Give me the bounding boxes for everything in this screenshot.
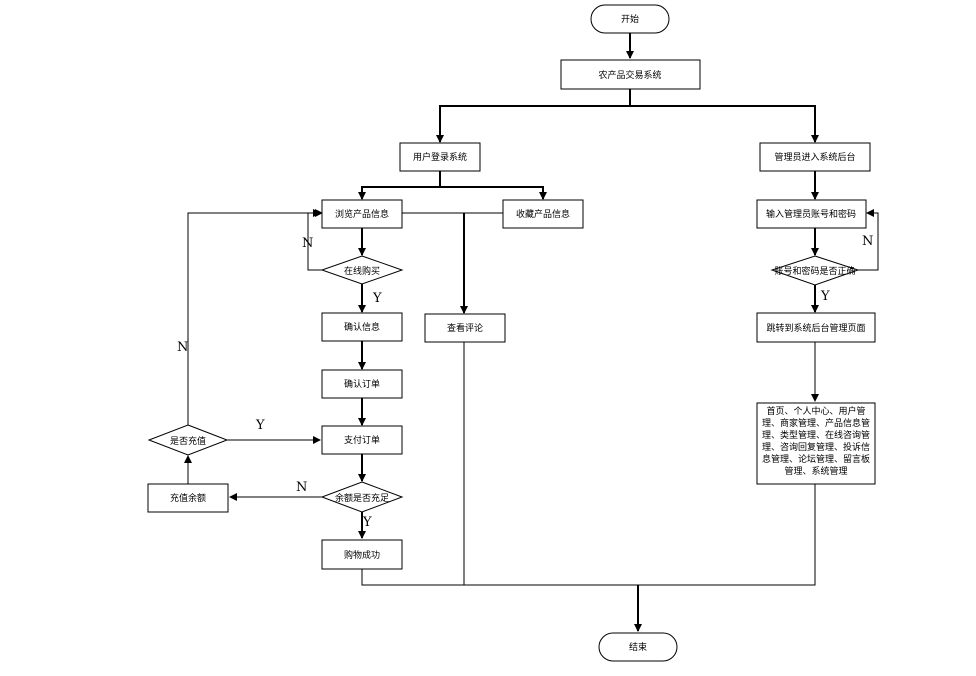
confirm-order-label: 确认订单 <box>344 378 380 390</box>
edge-modules-bottom <box>638 484 816 586</box>
start-label: 开始 <box>621 13 639 25</box>
modules-line-2: 理、商家管理、产品信息管 <box>762 417 870 429</box>
account-yes-label: Y <box>820 289 830 304</box>
system-label: 农产品交易系统 <box>598 69 661 81</box>
edge-success-bottom <box>361 569 638 586</box>
edge-recharged-no <box>187 209 321 425</box>
system-node: 农产品交易系统 <box>560 59 701 90</box>
edge-user-browse <box>358 171 441 200</box>
modules-line-3: 理、类型管理、在线咨询管 <box>762 429 870 441</box>
pay-order-node: 支付订单 <box>321 425 403 455</box>
balance-label: 余额是否充足 <box>335 492 389 504</box>
modules-line-6: 管理、系统管理 <box>784 465 847 477</box>
purchase-success-node: 购物成功 <box>321 539 403 570</box>
branch-labels: N Y N Y N Y N Y <box>177 234 873 530</box>
recharged-decision: 是否充值 <box>147 424 229 456</box>
admin-enter-label: 管理员进入系统后台 <box>774 151 855 163</box>
view-comments-node: 查看评论 <box>424 313 506 343</box>
recharge-node: 充值余额 <box>147 483 229 513</box>
start-node: 开始 <box>590 4 670 34</box>
modules-line-4: 理、咨询回复管理、投诉信 <box>762 441 870 453</box>
modules-line-1: 首页、个人中心、用户管 <box>766 405 865 417</box>
account-correct-label: 账号和密码是否正确 <box>774 265 855 277</box>
recharged-label: 是否充值 <box>170 435 206 447</box>
recharged-yes-label: Y <box>255 418 265 433</box>
end-label: 结束 <box>629 641 647 653</box>
buy-online-decision: 在线购买 <box>320 255 404 285</box>
browse-node: 浏览产品信息 <box>321 199 403 229</box>
pay-order-label: 支付订单 <box>344 434 380 446</box>
confirm-info-label: 确认信息 <box>344 321 380 333</box>
confirm-order-node: 确认订单 <box>321 369 403 399</box>
input-account-label: 输入管理员账号和密码 <box>766 208 856 220</box>
buy-yes-label: Y <box>372 291 382 306</box>
modules-node: 首页、个人中心、用户管 理、商家管理、产品信息管 理、类型管理、在线咨询管 理、… <box>756 402 876 485</box>
admin-enter-node: 管理员进入系统后台 <box>759 142 871 172</box>
jump-backend-label: 跳转到系统后台管理页面 <box>766 322 865 334</box>
buy-online-label: 在线购买 <box>344 265 380 277</box>
favorite-label: 收藏产品信息 <box>516 208 570 220</box>
balance-yes-label: Y <box>362 515 372 530</box>
edges <box>184 33 879 632</box>
nodes: 开始 农产品交易系统 用户登录系统 管理员进入系统后台 浏览产品信息 收藏产品信… <box>147 4 876 662</box>
buy-no-label: N <box>302 236 313 251</box>
end-node: 结束 <box>598 632 678 662</box>
browse-label: 浏览产品信息 <box>335 208 389 220</box>
purchase-success-label: 购物成功 <box>344 549 380 561</box>
edge-check-no <box>858 209 879 271</box>
edge-user-favorite <box>440 186 547 200</box>
user-login-label: 用户登录系统 <box>413 151 467 163</box>
confirm-info-node: 确认信息 <box>321 312 403 342</box>
recharged-no-label: N <box>177 340 188 355</box>
modules-line-5: 息管理、论坛管理、留言板 <box>762 453 870 465</box>
input-account-node: 输入管理员账号和密码 <box>756 199 867 229</box>
user-login-node: 用户登录系统 <box>399 142 481 172</box>
edge-system-user <box>436 89 631 143</box>
recharge-label: 充值余额 <box>170 492 206 504</box>
account-correct-decision: 账号和密码是否正确 <box>770 255 860 286</box>
view-comments-label: 查看评论 <box>447 322 483 334</box>
edge-system-admin <box>630 105 819 143</box>
balance-no-label: N <box>296 480 307 495</box>
balance-decision: 余额是否充足 <box>320 481 404 513</box>
jump-backend-node: 跳转到系统后台管理页面 <box>756 312 876 343</box>
account-no-label: N <box>862 234 873 249</box>
favorite-node: 收藏产品信息 <box>502 199 584 229</box>
